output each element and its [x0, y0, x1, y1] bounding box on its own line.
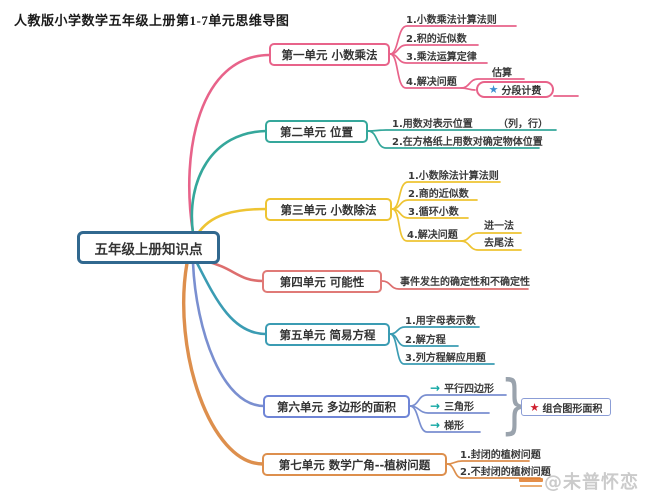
u1-starred-label: 分段计费 — [501, 86, 542, 97]
branch-unit7 — [182, 261, 265, 466]
page-title: 人教版小学数学五年级上册第1-7单元思维导图 — [14, 13, 290, 28]
u1-leaf-1: 1.小数乘法计算法则 — [406, 15, 497, 26]
watermark-text: @未普怀恋 — [544, 472, 639, 493]
u7-leaf-2: 2.不封闭的植树问题 — [460, 467, 551, 478]
branch-unit4 — [203, 259, 265, 283]
u2-leaf-1-note: （列，行） — [498, 119, 548, 130]
u5-leaf-1: 1.用字母表示数 — [405, 316, 476, 327]
branch-unit6 — [191, 261, 266, 408]
line-u2-item2 — [367, 130, 540, 149]
blue-star-icon: ★ — [488, 83, 499, 96]
u2-leaf-1: 1.用数对表示位置 — [392, 119, 473, 130]
line-u5-item1 — [389, 326, 480, 335]
branch-unit2 — [190, 129, 268, 235]
u6-leaf-1-label: 平行四边形 — [444, 384, 495, 395]
u3-leaf-rounddown: 去尾法 — [484, 238, 514, 249]
line-u1-item4 — [389, 53, 462, 89]
u6-starred-node: ★ 组合图形面积 — [521, 398, 611, 416]
u6-leaf-2-label: 三角形 — [444, 402, 475, 413]
line-u3-item4 — [391, 208, 462, 242]
line-u7-item2 — [446, 463, 541, 479]
unit5-node: 第五单元 简易方程 — [265, 323, 390, 346]
line-u2-item1 — [367, 129, 557, 132]
u5-leaf-3: 3.列方程解应用题 — [405, 353, 486, 364]
branch-unit1 — [187, 53, 271, 235]
u1-leaf-estimate: 估算 — [492, 68, 512, 79]
u3-leaf-3: 3.循环小数 — [408, 207, 459, 218]
u6-starred-label: 组合图形面积 — [542, 403, 603, 415]
line-u4-item1 — [381, 280, 529, 290]
branch-unit3 — [195, 207, 268, 237]
line-u5-item3 — [389, 333, 495, 365]
u2-leaf-2: 2.在方格纸上用数对确定物体位置 — [392, 137, 543, 148]
u5-leaf-2: 2.解方程 — [405, 335, 446, 346]
unit4-node: 第四单元 可能性 — [262, 270, 382, 293]
u3-leaf-2: 2.商的近似数 — [408, 189, 469, 200]
u6-leaf-1: →平行四边形 — [430, 381, 495, 395]
u1-leaf-2: 2.积的近似数 — [406, 34, 467, 45]
watermark-logo — [519, 478, 543, 482]
u1-starred-node: ★ 分段计费 — [476, 81, 554, 98]
line-u7-item1 — [446, 460, 530, 465]
u1-leaf-3: 3.乘法运算定律 — [406, 52, 477, 63]
u3-leaf-1: 1.小数除法计算法则 — [408, 171, 499, 182]
u7-leaf-1: 1.封闭的植树问题 — [460, 450, 541, 461]
u6-leaf-2: →三角形 — [430, 399, 475, 413]
line-u1-tobox — [460, 87, 476, 91]
arrow-icon: → — [430, 418, 441, 432]
arrow-icon: → — [430, 381, 441, 395]
unit3-node: 第三单元 小数除法 — [265, 198, 392, 221]
unit6-node: 第六单元 多边形的面积 — [263, 395, 410, 418]
arrow-icon: → — [430, 399, 441, 413]
u6-leaf-3: →梯形 — [430, 418, 465, 432]
center-node: 五年级上册知识点 — [77, 231, 220, 264]
line-u3-rounddown — [460, 240, 522, 251]
u3-leaf-roundup: 进一法 — [484, 221, 514, 232]
u6-leaf-3-label: 梯形 — [444, 421, 465, 432]
branch-unit5 — [195, 261, 268, 336]
unit2-node: 第二单元 位置 — [265, 120, 368, 143]
u3-leaf-4: 4.解决问题 — [407, 230, 458, 241]
u4-leaf-1: 事件发生的确定性和不确定性 — [400, 277, 530, 288]
red-star-icon: ★ — [529, 400, 540, 414]
unit7-node: 第七单元 数学广角--植树问题 — [262, 453, 447, 476]
line-u6-item3 — [409, 405, 481, 433]
unit1-node: 第一单元 小数乘法 — [269, 43, 390, 66]
u1-leaf-4: 4.解决问题 — [406, 77, 457, 88]
